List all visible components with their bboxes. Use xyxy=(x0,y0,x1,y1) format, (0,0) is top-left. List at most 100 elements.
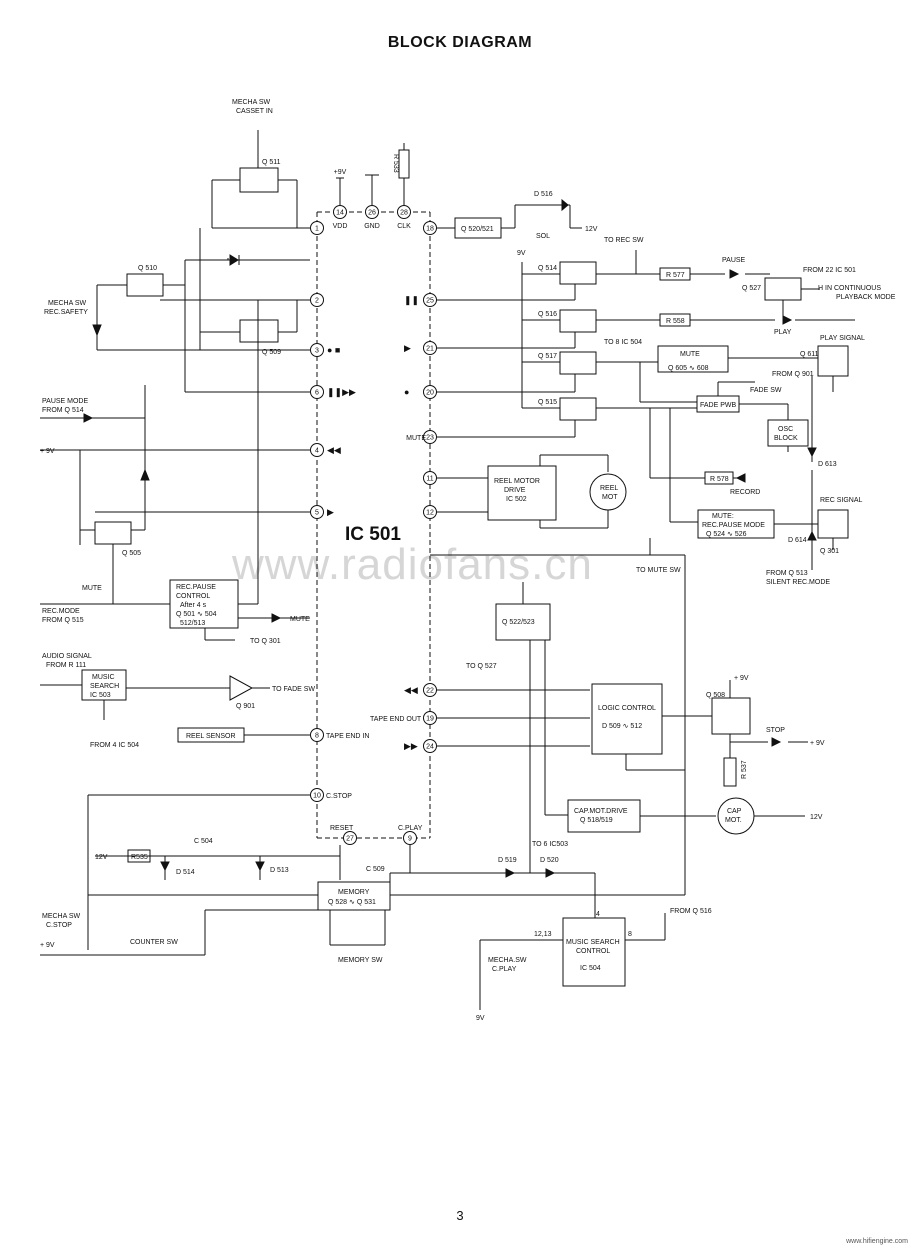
label-r535: R535 xyxy=(131,854,148,861)
left-pin-4-circle xyxy=(310,443,324,457)
label-q505: Q 505 xyxy=(122,550,141,557)
osc-l2: BLOCK xyxy=(774,435,798,442)
label-q517: Q 517 xyxy=(538,353,557,360)
mute-rec-l3: Q 524 ∿ 526 xyxy=(706,531,747,538)
label-rec-signal: REC SIGNAL xyxy=(820,497,863,504)
left-pin-5-circle xyxy=(310,505,324,519)
label-d514: D 514 xyxy=(176,869,195,876)
label-r578: R 578 xyxy=(710,476,729,483)
label-to-rec-sw: TO REC SW xyxy=(604,237,644,244)
left-pin-9-circle xyxy=(403,831,417,845)
reel-mot-l1: REEL xyxy=(600,485,618,492)
logic-l2: D 509 ∿ 512 xyxy=(602,723,642,730)
q522-block: Q 522/523 xyxy=(502,619,535,626)
left-pin-9-number: 9 xyxy=(408,836,412,843)
watermark: www.radiofans.cn xyxy=(232,540,593,589)
label-mute-pin23: MUTE xyxy=(406,435,426,442)
label-mecha-cassetin-2: CASSET IN xyxy=(236,108,273,115)
right-pin-11-circle xyxy=(423,471,437,485)
msc-l3: IC 504 xyxy=(580,965,601,972)
label-q516: Q 516 xyxy=(538,311,557,318)
label-from22-2: H IN CONTINUOUS xyxy=(818,285,881,292)
right-pin-20-circle xyxy=(423,385,437,399)
mute-block-l1: MUTE xyxy=(680,351,700,358)
label-memory-sw: MEMORY SW xyxy=(338,957,383,964)
logic-l1: LOGIC CONTROL xyxy=(598,705,656,712)
page-title: BLOCK DIAGRAM xyxy=(387,34,533,51)
reel-mot-l2: MOT xyxy=(602,494,618,501)
right-pin-21-symbol: ▶ xyxy=(404,343,411,353)
label-from4-ic504: FROM 4 IC 504 xyxy=(90,742,139,749)
label-pause-mode: PAUSE MODE xyxy=(42,398,88,405)
label-d513: D 513 xyxy=(270,867,289,874)
power-pin-26-circle xyxy=(365,205,379,219)
label-q515: Q 515 xyxy=(538,399,557,406)
label-plus9v-bottom: + 9V xyxy=(40,942,55,949)
label-audio-signal-2: FROM R 111 xyxy=(46,662,86,669)
label-stop: STOP xyxy=(766,727,785,734)
label-to-q527: TO Q 527 xyxy=(466,663,497,670)
label-from-q513-2: SILENT REC.MODE xyxy=(766,579,830,586)
label-r533: R 533 xyxy=(392,154,399,173)
music-search-l3: IC 503 xyxy=(90,692,111,699)
label-12v-left: 12V xyxy=(95,854,108,861)
label-mecha-cplay-2: C.PLAY xyxy=(492,966,517,973)
label-rec-mode: REC.MODE xyxy=(42,608,80,615)
capmot-l1: CAP.MOT.DRIVE xyxy=(574,808,628,815)
label-q509: Q 509 xyxy=(262,349,281,356)
label-d519: D 519 xyxy=(498,857,517,864)
label-from-q513: FROM Q 513 xyxy=(766,570,808,577)
power-pin-28-circle xyxy=(397,205,411,219)
label-cplay: C.PLAY xyxy=(398,825,423,832)
label-q511: Q 511 xyxy=(262,159,281,166)
label-mecha-rec-safety-2: REC.SAFETY xyxy=(44,309,88,316)
right-pin-25-circle xyxy=(423,293,437,307)
label-mecha-cassetin: MECHA SW xyxy=(232,99,271,106)
left-pin-6-circle xyxy=(310,385,324,399)
label-fade-sw: FADE SW xyxy=(750,387,782,394)
label-plus9v-left: + 9V xyxy=(40,448,55,455)
capmot-l2: Q 518/519 xyxy=(580,817,613,824)
label-12v-sol: 12V xyxy=(585,226,598,233)
right-pin-18-circle xyxy=(423,221,437,235)
label-mecha-rec-safety: MECHA SW xyxy=(48,300,87,307)
label-play-signal: PLAY SIGNAL xyxy=(820,335,865,342)
label-audio-signal: AUDIO SIGNAL xyxy=(42,653,92,660)
right-pin-19-number: 19 xyxy=(426,716,434,723)
right-pin-24-circle xyxy=(423,739,437,753)
label-9v-right: 9V xyxy=(517,250,526,257)
osc-l1: OSC xyxy=(778,426,793,433)
label-d614: D 614 xyxy=(788,537,807,544)
right-pin-12-number: 12 xyxy=(426,510,434,517)
right-pin-22-number: 22 xyxy=(426,688,434,695)
memory-l1: MEMORY xyxy=(338,889,370,896)
label-q611: Q 611 xyxy=(800,351,819,358)
label-d613: D 613 xyxy=(818,461,837,468)
label-c509: C 509 xyxy=(366,866,385,873)
power-pin-supply-14: +9V xyxy=(334,169,347,176)
label-q301: Q 301 xyxy=(820,548,839,555)
right-pin-11-number: 11 xyxy=(426,476,433,483)
label-mute-led: MUTE xyxy=(290,616,310,623)
right-pin-23-circle xyxy=(423,430,437,444)
label-q508: Q 508 xyxy=(706,692,725,699)
left-pin-5-number: 5 xyxy=(315,510,319,517)
music-search-l2: SEARCH xyxy=(90,683,119,690)
right-pin-19-circle xyxy=(423,711,437,725)
power-pin-14-circle xyxy=(333,205,347,219)
left-pin-4-number: 4 xyxy=(315,448,319,455)
label-tape-end-out: TAPE END OUT xyxy=(370,716,422,723)
label-cstop: C.STOP xyxy=(326,793,352,800)
label-pin-4: 4 xyxy=(596,911,600,918)
reel-motor-l2: DRIVE xyxy=(504,487,526,494)
label-mute-left: MUTE xyxy=(82,585,102,592)
reel-sensor: REEL SENSOR xyxy=(186,733,236,740)
left-pin-8-number: 8 xyxy=(315,733,319,740)
right-pin-12-circle xyxy=(423,505,437,519)
label-to8-ic504: TO 8 IC 504 xyxy=(604,339,642,346)
rec-pause-l3: After 4 s xyxy=(180,602,207,609)
right-pin-24-number: 24 xyxy=(426,744,434,751)
left-pin-4-symbol: ◀◀ xyxy=(327,445,341,455)
label-reset: RESET xyxy=(330,825,354,832)
right-pin-24-symbol: ▶▶ xyxy=(404,741,418,751)
